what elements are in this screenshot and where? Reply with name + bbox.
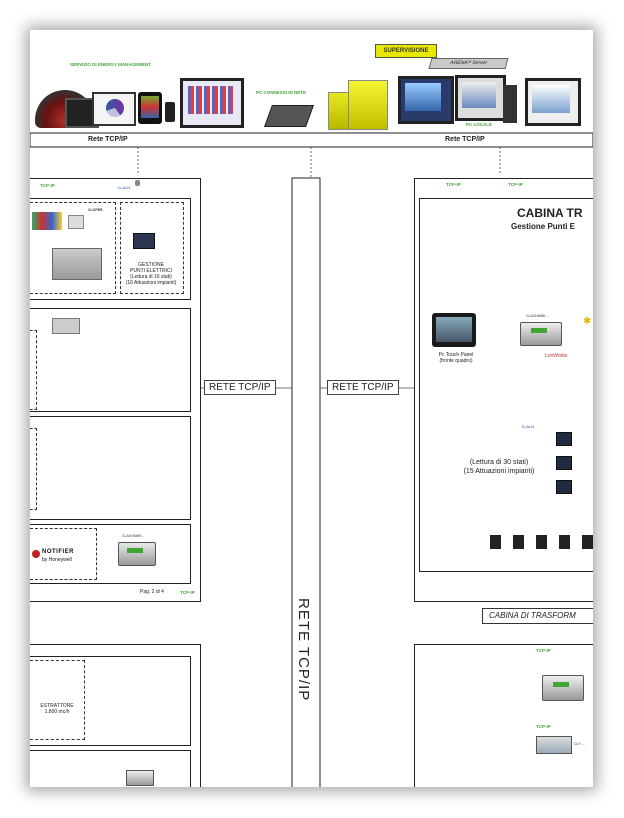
bottom-right-claxhawk-icon (542, 675, 584, 701)
page-label: Pag. 2 di 4 (140, 589, 164, 595)
bottom-right-device-icon (536, 736, 572, 754)
rete-tcpip-header-right: Rete TCP/IP (445, 136, 485, 143)
lonworks-label: LonWorks (545, 353, 568, 359)
pc-tower-icon (503, 85, 517, 123)
io-module-3-icon (556, 480, 572, 494)
meter-2-icon (513, 535, 524, 549)
cabina-trasformazione-label: CABINA DI TRASFORM (482, 608, 593, 624)
cloper-box (30, 202, 116, 294)
bottom-left-section-2 (30, 750, 191, 787)
meter-5-icon (582, 535, 593, 549)
rete-tcpip-left-box: RETE TCP/IP (204, 380, 276, 395)
rete-tcpip-right-box: RETE TCP/IP (327, 380, 399, 395)
monitor-chart-icon (92, 92, 136, 126)
estrattore-title: ESTRATTORE (40, 703, 74, 709)
clf-label: CLF-... (574, 742, 585, 746)
io-module-2-icon (556, 456, 572, 470)
left-tcp-bottom-label: TCP-IP (180, 590, 195, 595)
supervision-monitor-icon (398, 76, 454, 124)
gestione-line3: (Lettura di 16 stati) (130, 274, 172, 280)
connector-icon (135, 180, 140, 186)
claxhawk-left-device-icon (118, 542, 156, 566)
io-module-icon (133, 233, 155, 249)
claxhawk-left-label: CLAXHAWK... (122, 534, 145, 538)
right-daln-label: D-ALN (522, 424, 535, 429)
lettura-text: (Lettura di 30 stati) (15 Attuazioni imp… (444, 458, 554, 476)
left-dash-bracket (30, 330, 37, 410)
rete-tcpip-header-left: Rete TCP/IP (88, 136, 128, 143)
gestione-text: GESTIONE PUNTI ELETTRICI (Lettura di 16 … (122, 262, 180, 286)
lettura-line1: (Lettura di 30 stati) (469, 459, 529, 466)
left-controller-icon (52, 318, 80, 334)
lettura-line2: (15 Attuazioni impianti) (463, 468, 535, 475)
rete-tcpip-vertical-label: RETE TCP/IP (295, 598, 312, 702)
meter-4-icon (559, 535, 570, 549)
cloper-label: CLOPER (88, 208, 103, 212)
diagram-sheet: SERVIZIO DI ENERGY MANAGEMENT SUPERVISIO… (30, 30, 593, 787)
right-tcp-label-2: TCP-IP (508, 182, 523, 187)
estrattore-box (30, 660, 85, 740)
meter-3-icon (536, 535, 547, 549)
touch-line1: Pc Touch Panel (438, 352, 474, 358)
gestione-line4: (16 Attuazioni impianti) (125, 280, 177, 286)
claxhawk-right-label: CLAXHAWK... (526, 314, 549, 318)
gestione-line2: PUNTI ELETTRICI (130, 268, 172, 274)
right-tcp-label-1: TCP-IP (446, 182, 461, 187)
cabina-title: CABINA TR (517, 206, 583, 220)
bottom-right-panel (414, 644, 593, 787)
io-module-1-icon (556, 432, 572, 446)
air-handler-icon (52, 248, 102, 280)
cabina-frame (419, 198, 593, 572)
notifier-label: NOTIFIER (42, 549, 74, 555)
claxhawk-right-device-icon (520, 322, 562, 346)
cloper-device-icon (68, 215, 84, 229)
tablet-icon (138, 92, 162, 124)
left-daln-label: D-ALN (118, 185, 131, 190)
touch-line2: (fronte quadro) (439, 358, 473, 364)
arena-monitor-icon (455, 75, 506, 121)
bottom-left-device-icon (126, 770, 154, 786)
cabina-subtitle: Gestione Punti E (511, 222, 576, 231)
left-section-4 (30, 524, 191, 584)
notifier-logo-icon (32, 550, 40, 558)
pc-locale-label: PC LOCALE (466, 122, 493, 127)
server-yellow-large-icon (348, 80, 388, 130)
estrattore-section (30, 656, 191, 746)
energy-management-label: SERVIZIO DI ENERGY MANAGEMENT (70, 62, 151, 67)
phone-icon (165, 102, 175, 122)
bottom-right-tcp-label: TCP-IP (536, 648, 551, 653)
desktop-monitor-icon (180, 78, 244, 128)
notifier-box (30, 528, 97, 580)
star-antenna-icon: ✱ (583, 316, 592, 327)
plc-module-icon (32, 212, 62, 230)
gestione-title: GESTIONE (138, 262, 164, 268)
left-dash-bracket-2 (30, 428, 37, 510)
touch-panel-text: Pc Touch Panel (fronte quadro) (426, 352, 486, 364)
touch-panel-icon (432, 313, 476, 347)
local-pc-monitor-icon (525, 78, 581, 126)
bottom-right-tcp-label-2: TCP-IP (536, 724, 551, 729)
estrattore-flow: 1.800 mc/h (44, 709, 70, 715)
left-section-3 (30, 416, 191, 520)
pc-connessi-label: PC CONNESSI IN RETE (256, 90, 307, 95)
arena-server-tag: ARENA²² Server (428, 58, 509, 69)
estrattore-text: ESTRATTORE 1.800 mc/h (32, 703, 82, 715)
supervisione-tag: SUPERVISIONE (375, 44, 437, 58)
left-tcp-label: TCP-IP (40, 183, 55, 188)
pc-laptop-icon (263, 105, 315, 127)
meter-1-icon (490, 535, 501, 549)
gestione-box (120, 202, 184, 294)
honeywell-label: by Honeywell (42, 557, 72, 563)
